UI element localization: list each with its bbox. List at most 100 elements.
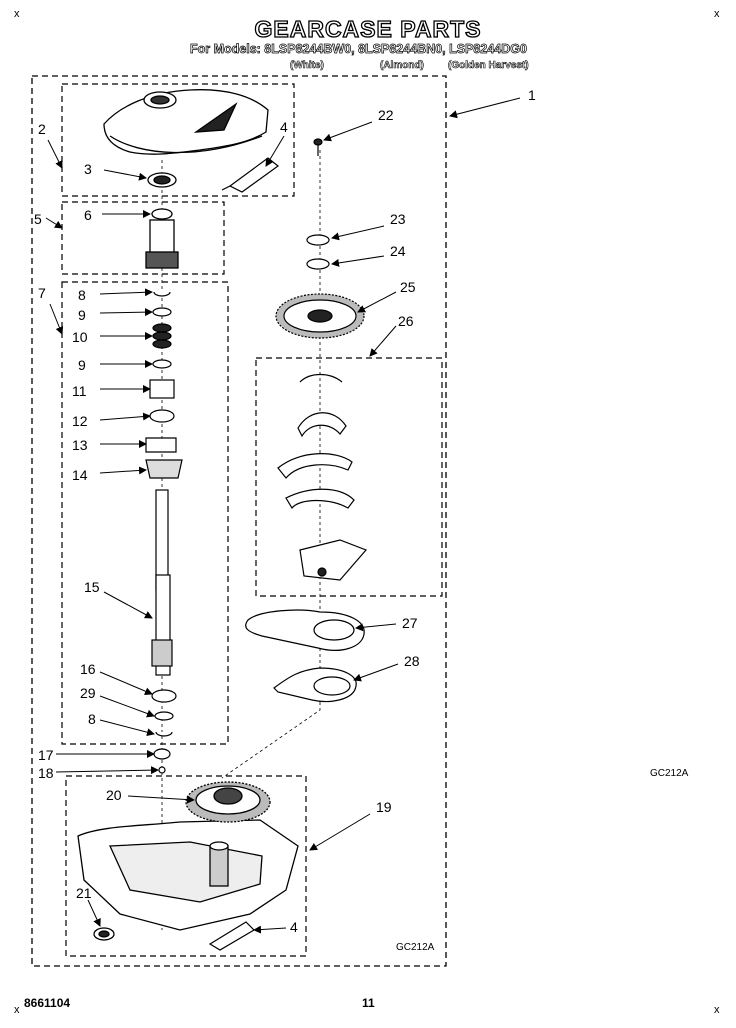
callout-21: 21	[76, 885, 92, 901]
figure-code-side: GC212A	[650, 768, 689, 779]
callout-28: 28	[404, 653, 420, 669]
gear-part-11	[149, 379, 175, 399]
callout-9-bottom: 9	[78, 357, 86, 373]
assembly-boundary	[31, 75, 447, 967]
leader-7	[49, 303, 64, 335]
document-number: 8661104	[24, 996, 71, 1010]
screw-part-22	[313, 138, 323, 156]
color-almond-label: (Almond)	[380, 60, 424, 72]
washer-part-9-bottom	[152, 359, 172, 369]
clip-part-8-top	[153, 291, 171, 297]
leader-20	[127, 795, 195, 804]
leader-25	[357, 291, 397, 313]
leader-2	[47, 139, 63, 169]
callout-8-top: 8	[78, 287, 86, 303]
leader-26	[369, 325, 397, 357]
group-box-2	[61, 83, 295, 197]
callout-27: 27	[402, 615, 418, 631]
group-box-7	[61, 281, 229, 745]
leader-4-top	[265, 135, 285, 167]
callout-7: 7	[38, 285, 46, 301]
shift-fork-part-26	[277, 453, 353, 479]
seal-part-3	[147, 172, 177, 188]
callout-23: 23	[390, 211, 406, 227]
gear-part-25	[275, 293, 365, 339]
washer-part-9-top	[152, 307, 172, 317]
callout-18: 18	[38, 765, 54, 781]
callout-3: 3	[84, 161, 92, 177]
leader-27	[355, 623, 397, 632]
callout-13: 13	[72, 437, 88, 453]
callout-4-bottom: 4	[290, 919, 298, 935]
leader-23	[331, 225, 385, 241]
group-box-19	[65, 775, 307, 957]
callout-1: 1	[528, 87, 536, 103]
color-golden-label: (Golden Harvest)	[448, 60, 529, 72]
dog-part-13	[145, 437, 177, 453]
group-box-26	[255, 357, 443, 597]
leader-28	[353, 663, 399, 682]
callout-20: 20	[106, 787, 122, 803]
plate-part-26	[299, 539, 368, 581]
leader-5	[45, 217, 63, 229]
corner-mark-top-left: x	[14, 8, 20, 20]
leader-8a	[99, 288, 153, 297]
callout-16: 16	[80, 661, 96, 677]
washer-part-29	[154, 711, 174, 721]
callout-29: 29	[80, 685, 96, 701]
corner-mark-bottom-right: x	[714, 1004, 720, 1016]
leader-21	[87, 899, 101, 927]
callout-22: 22	[378, 107, 394, 123]
seal-part-21	[93, 927, 115, 941]
leader-24	[331, 255, 385, 267]
leader-15	[103, 591, 153, 619]
callout-26: 26	[398, 313, 414, 329]
callout-12: 12	[72, 413, 88, 429]
leader-18	[55, 766, 159, 775]
corner-mark-top-right: x	[714, 8, 720, 20]
callout-5: 5	[34, 211, 42, 227]
leader-14	[99, 466, 147, 475]
leader-3	[103, 169, 147, 181]
figure-code-bottom: GC212A	[396, 942, 435, 953]
callout-4-top: 4	[280, 119, 288, 135]
gearcase-housing	[77, 819, 299, 931]
callout-8-bottom: 8	[88, 711, 96, 727]
clip-part-26b	[297, 412, 347, 438]
pinion-part-6	[145, 208, 179, 269]
leader-19	[309, 813, 371, 851]
leader-22	[323, 121, 373, 142]
shaft-part-15	[151, 489, 173, 676]
callout-19: 19	[376, 799, 392, 815]
callout-24: 24	[390, 243, 406, 259]
callout-2: 2	[38, 121, 46, 137]
washer-part-23	[306, 234, 330, 246]
grease-tube-bottom	[208, 921, 255, 951]
leader-8b	[99, 719, 155, 737]
cam-part-14	[145, 459, 183, 479]
leader-4-bottom	[253, 925, 287, 934]
leader-1	[449, 97, 521, 119]
diagram-title: GEARCASE PARTS	[254, 15, 482, 42]
group-box-5	[61, 201, 225, 275]
washer-part-24	[306, 258, 330, 270]
callout-25: 25	[400, 279, 416, 295]
callout-6: 6	[84, 207, 92, 223]
ball-part-18	[158, 766, 166, 774]
model-numbers: For Models: 8LSP8244BW0, 8LSP8244BN0, LS…	[190, 42, 528, 57]
corner-mark-bottom-left: x	[14, 1004, 20, 1016]
gearcase-cover	[103, 89, 269, 155]
leader-9a	[99, 308, 153, 317]
grease-tube-top	[221, 157, 279, 193]
color-white-label: (White)	[290, 60, 324, 72]
leader-12	[99, 412, 151, 421]
clip-part-26a	[299, 373, 343, 383]
leader-16	[99, 671, 153, 695]
callout-17: 17	[38, 747, 54, 763]
clip-part-8-bottom	[155, 731, 173, 737]
washer-part-16	[151, 689, 177, 703]
callout-15: 15	[84, 579, 100, 595]
page-number: 11	[362, 996, 375, 1010]
callout-9-top: 9	[78, 307, 86, 323]
